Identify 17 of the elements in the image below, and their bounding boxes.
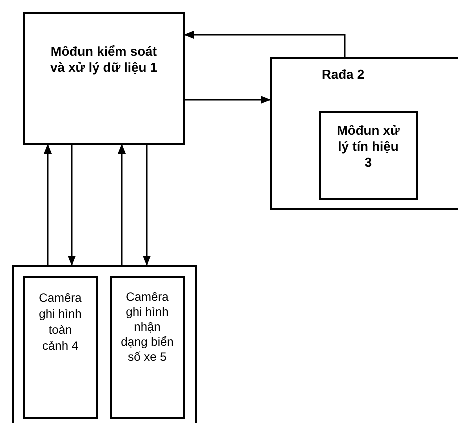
- process-box: [23, 12, 185, 145]
- box-label: Rađa 2: [321, 66, 366, 84]
- process-box: [270, 57, 458, 210]
- process-box: [110, 276, 185, 419]
- process-box: [319, 111, 418, 200]
- box-label: Môđun kiểm soát và xử lý dữ liệu 1: [50, 43, 158, 76]
- box-label: Môđun xử lý tín hiệu 3: [336, 122, 401, 171]
- arrow: [118, 144, 126, 265]
- process-box: [23, 276, 98, 419]
- arrow: [143, 145, 151, 266]
- arrow: [184, 31, 346, 57]
- box-label: Camêra ghi hình toàn cảnh 4: [38, 290, 83, 354]
- container-box: [12, 265, 197, 423]
- box-label: Camêra ghi hình nhận dạng biển số xe 5: [120, 289, 175, 365]
- arrow: [68, 145, 76, 266]
- arrow: [44, 144, 52, 265]
- arrow: [185, 96, 271, 104]
